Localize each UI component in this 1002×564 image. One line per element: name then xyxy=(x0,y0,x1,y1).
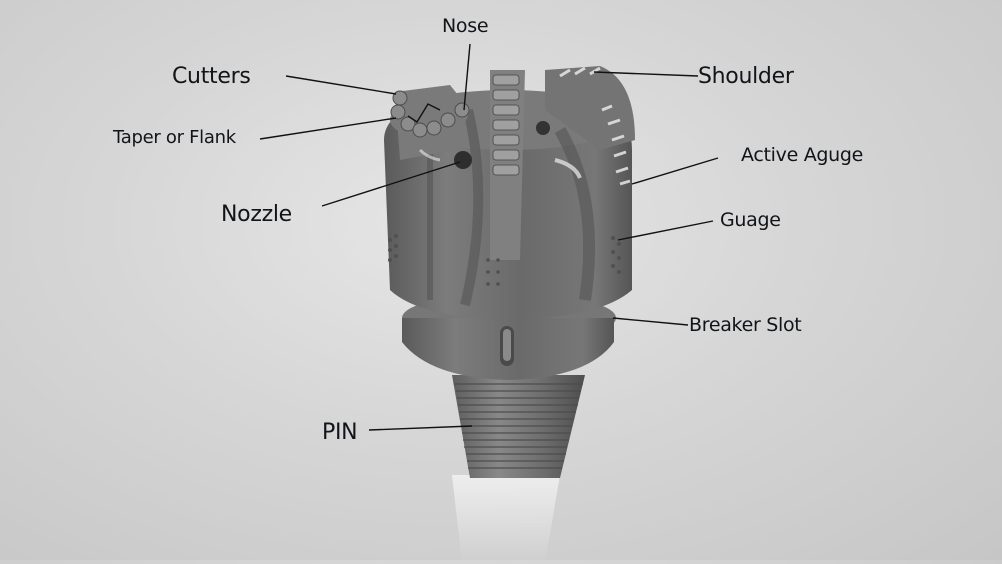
label-nose: Nose xyxy=(442,15,489,37)
label-active-gauge: Active Aguge xyxy=(741,144,864,166)
bit-body xyxy=(384,66,635,320)
label-nozzle: Nozzle xyxy=(221,202,292,227)
label-pin: PIN xyxy=(322,420,358,445)
leader-lines xyxy=(259,43,719,431)
leader-shoulder xyxy=(593,71,699,77)
leader-breaker-slot xyxy=(612,317,689,326)
label-cutters: Cutters xyxy=(172,64,251,89)
leader-cutters xyxy=(285,75,397,95)
leader-pin xyxy=(368,425,473,431)
label-shoulder: Shoulder xyxy=(698,64,794,89)
label-gauge: Guage xyxy=(720,209,781,231)
leader-nozzle xyxy=(321,161,461,207)
label-breaker-slot: Breaker Slot xyxy=(689,314,802,336)
leader-active-gauge xyxy=(631,157,719,185)
leader-taper xyxy=(259,117,397,140)
nozzle-hole xyxy=(454,151,472,169)
pin-thread xyxy=(452,375,585,478)
label-taper-or-flank: Taper or Flank xyxy=(113,127,236,148)
leader-gauge xyxy=(617,220,714,241)
taper-bracket xyxy=(407,103,441,123)
pin-reflection xyxy=(452,475,560,563)
leader-nose xyxy=(463,43,471,111)
